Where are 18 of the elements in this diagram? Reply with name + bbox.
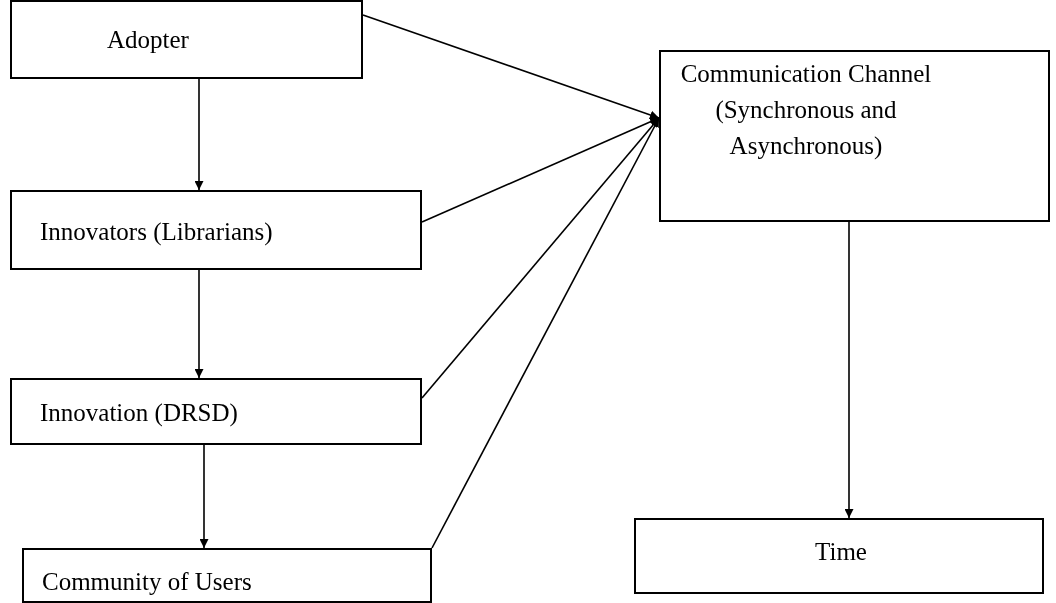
box-label: Adopter [107,25,190,55]
box-label: Time [814,537,868,567]
process-box [10,0,363,79]
box-label: Community of Users [42,567,253,597]
arrow [844,221,854,519]
process-box [22,548,432,603]
process-box [659,50,1050,222]
process-box [10,190,422,270]
box-label: Innovators (Librarians) [40,217,274,248]
box-label: Communication Channel (Synchronous and Asynchronous) [679,59,933,161]
arrow [421,117,660,223]
process-box [10,378,422,445]
process-box [634,518,1044,594]
arrow [199,444,209,549]
arrow [194,269,204,379]
arrow [362,14,660,120]
arrow [194,78,204,191]
box-label: Innovation (DRSD) [40,398,239,429]
